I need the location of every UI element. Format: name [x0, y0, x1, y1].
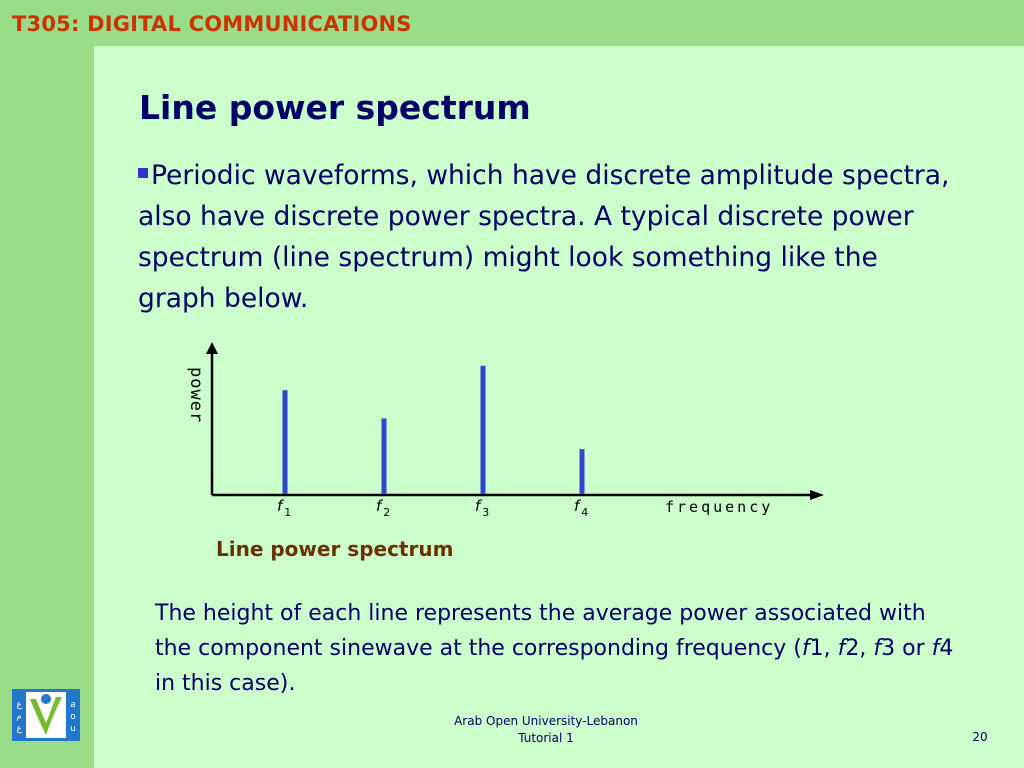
footer-center: Arab Open University-Lebanon Tutorial 1 [420, 713, 672, 747]
separator-2: , [859, 636, 874, 661]
bullet-paragraph: Periodic waveforms, which have discrete … [138, 155, 958, 319]
separator-3: or [895, 636, 932, 661]
svg-text:u: u [70, 724, 76, 734]
f4-italic: f [931, 636, 940, 661]
svg-text:a: a [70, 700, 76, 710]
course-title: T305: DIGITAL COMMUNICATIONS [12, 12, 412, 36]
footer-subtitle: Tutorial 1 [518, 731, 574, 745]
bullet-square-icon [138, 168, 148, 178]
f2-number: 2 [845, 636, 860, 661]
f2-italic: f [837, 636, 846, 661]
footer-institution: Arab Open University-Lebanon [454, 714, 638, 728]
bullet-text: Periodic waveforms, which have discrete … [138, 160, 950, 314]
svg-text:م: م [16, 712, 22, 722]
svg-text:ع: ع [16, 700, 22, 710]
header-bar: T305: DIGITAL COMMUNICATIONS [0, 0, 1024, 46]
f3-number: 3 [881, 636, 896, 661]
bar-f3 [480, 365, 486, 494]
separator-1: , [823, 636, 838, 661]
figure-caption: Line power spectrum [216, 537, 454, 561]
bar-f2 [381, 418, 387, 494]
y-axis-arrow-icon [206, 342, 218, 354]
f4-number: 4 [939, 636, 954, 661]
explanation-text-after: in this case). [155, 671, 296, 696]
x-axis-arrow-icon [810, 490, 824, 500]
f3-italic: f [873, 636, 882, 661]
x-axis-label: frequency [665, 498, 773, 516]
f1-italic: f [801, 636, 810, 661]
f1-number: 1 [809, 636, 824, 661]
sidebar-bar [0, 46, 94, 768]
slide-title: Line power spectrum [139, 88, 531, 127]
university-logo-icon: ع م ع a o u [12, 689, 80, 741]
chart-bars [282, 365, 585, 494]
explanation-text-before: The height of each line represents the a… [155, 601, 926, 661]
svg-text:ع: ع [16, 724, 22, 734]
bar-f1 [282, 390, 288, 494]
page-number: 20 [972, 730, 988, 744]
bar-f4 [579, 449, 585, 494]
explanation-paragraph: The height of each line represents the a… [155, 596, 955, 701]
svg-text:o: o [70, 712, 76, 722]
y-axis-label: power [186, 367, 206, 423]
